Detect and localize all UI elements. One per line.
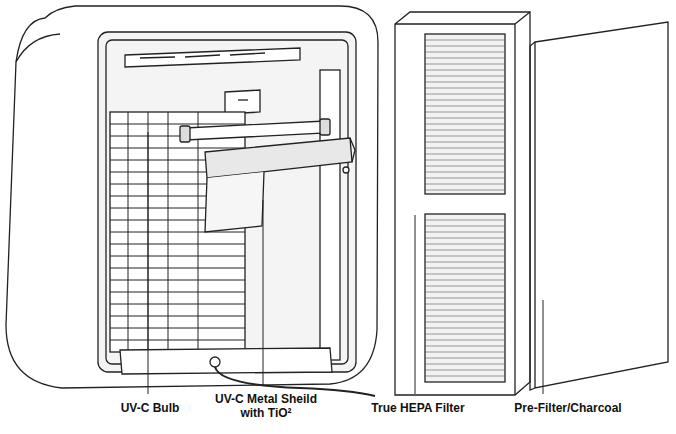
part-label: True HEPA Filter [353, 401, 483, 415]
part-label: Pre-Filter/Charcoal [493, 401, 643, 415]
part-label: UV-C Bulb [100, 401, 200, 415]
part-label: UV-C Metal Sheild with TiO² [206, 392, 326, 420]
